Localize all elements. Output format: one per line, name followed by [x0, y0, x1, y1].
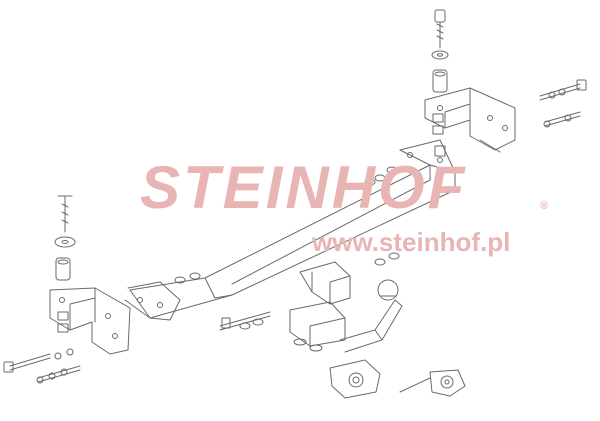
right-side-bolt-lower [543, 111, 581, 128]
left-washer [54, 236, 76, 248]
main-cross-beam [124, 139, 456, 321]
socket-mounting-plate [329, 359, 381, 399]
left-side-bolt-lower [36, 365, 81, 384]
right-side-bolt-upper [539, 79, 587, 101]
left-bolt [57, 195, 73, 233]
centre-bolt-set [219, 311, 271, 331]
beam-nuts [174, 145, 446, 284]
right-mounting-bracket [424, 87, 516, 153]
watermark-url: www.steinhof.pl [312, 227, 511, 257]
watermark-registered-mark: ® [540, 200, 551, 212]
tow-ball [377, 279, 399, 301]
top-bolt [434, 9, 446, 49]
left-spacer-sleeve [55, 257, 71, 281]
left-mounting-bracket [49, 287, 131, 355]
centre-hitch-mount [299, 261, 351, 305]
top-washer [431, 50, 449, 60]
right-bracket-nuts [432, 113, 444, 135]
watermark-brand: STEINHOF [140, 154, 468, 221]
left-side-bolt [3, 348, 74, 373]
electrical-plug [399, 369, 466, 397]
tow-ball-mounting-plate [289, 301, 346, 352]
tow-ball-neck [339, 299, 403, 353]
top-spacer-sleeve [432, 69, 448, 93]
